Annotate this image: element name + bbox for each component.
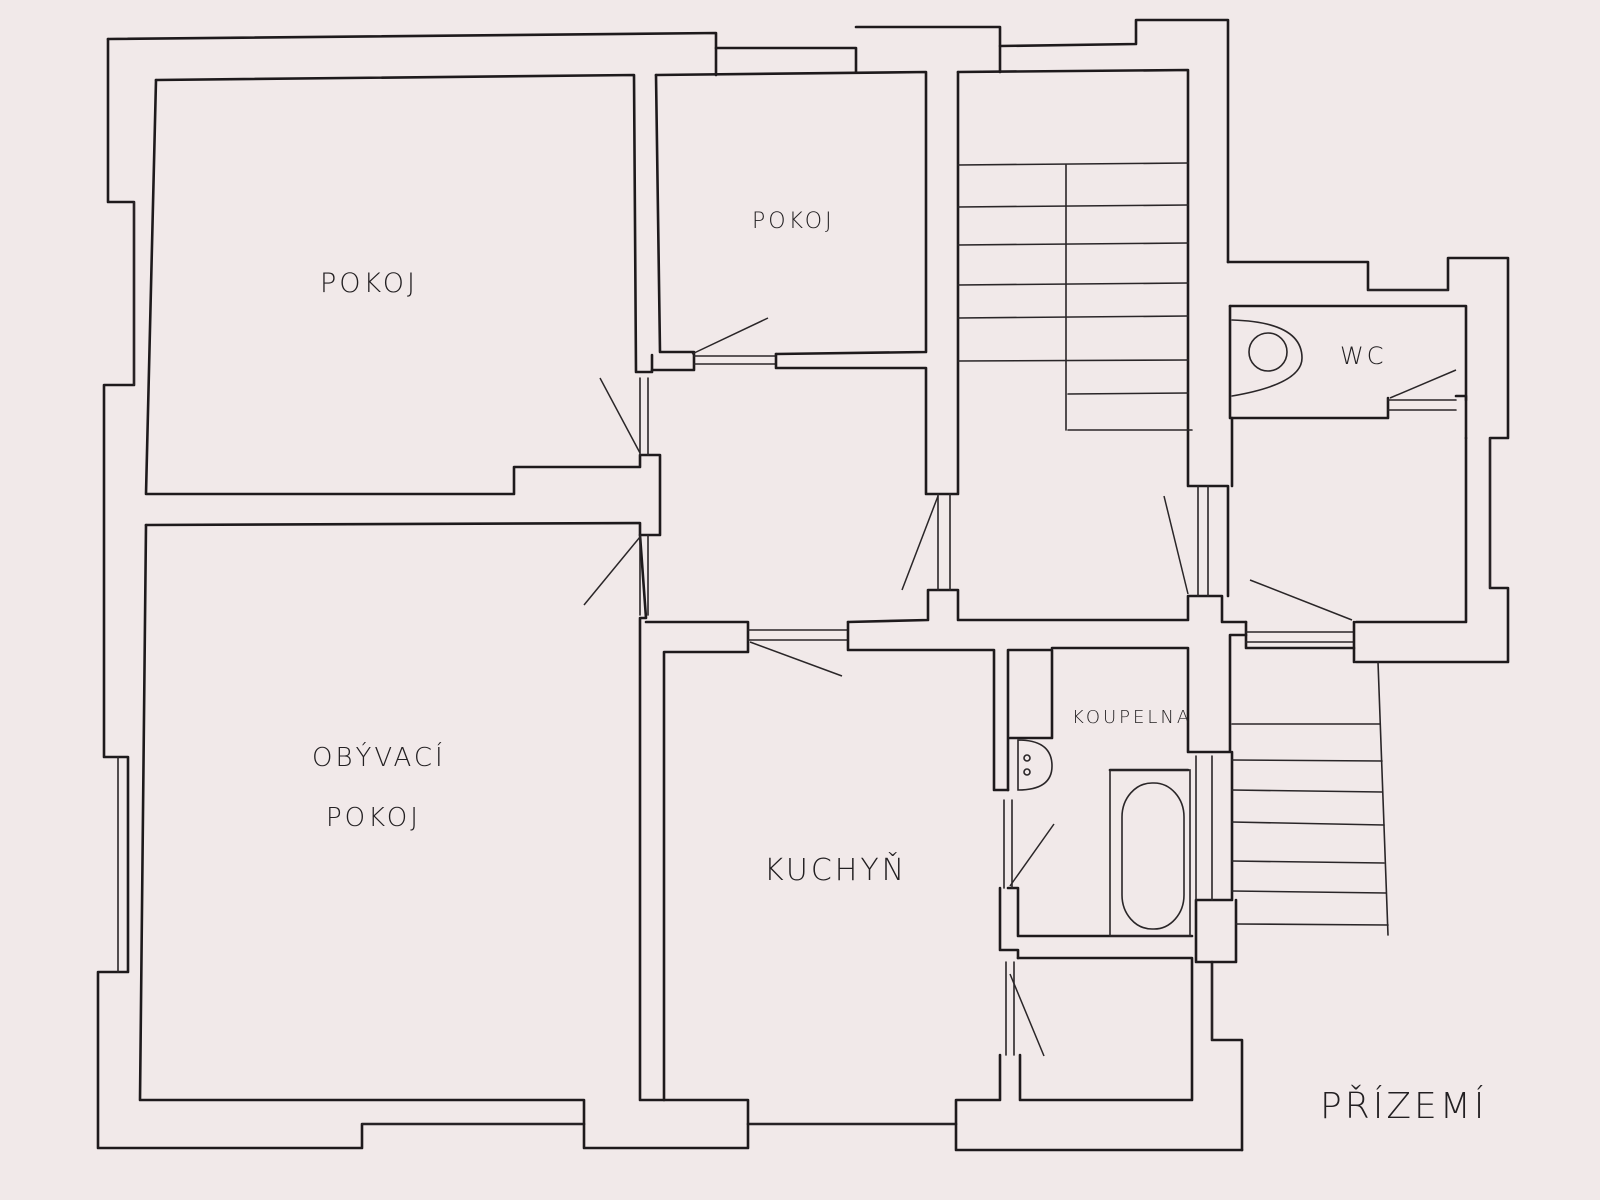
room-labels: POKOJ POKOJ OBÝVACÍ POKOJ KUCHYŇ KOUPELN…	[312, 209, 1487, 1127]
exterior-entrance-steps	[1231, 661, 1389, 936]
drawing-title: PŘÍZEMÍ	[1320, 1085, 1487, 1127]
interior-staircase	[957, 162, 1193, 431]
label-bathroom: KOUPELNA	[1072, 707, 1192, 728]
washbasin-fixture	[1017, 739, 1053, 791]
door-swings	[583, 317, 1457, 1057]
label-living-room-line1: OBÝVACÍ	[312, 741, 446, 773]
label-kitchen: KUCHYŇ	[764, 852, 907, 888]
label-toilet: WC	[1340, 342, 1387, 370]
outer-walls	[96, 18, 1510, 1152]
label-living-room-line2: POKOJ	[326, 803, 421, 833]
label-bedroom-1: POKOJ	[320, 268, 418, 299]
toilet-fixture	[1231, 319, 1303, 397]
bathtub-fixture	[1109, 769, 1191, 937]
label-bedroom-2: POKOJ	[752, 209, 835, 234]
